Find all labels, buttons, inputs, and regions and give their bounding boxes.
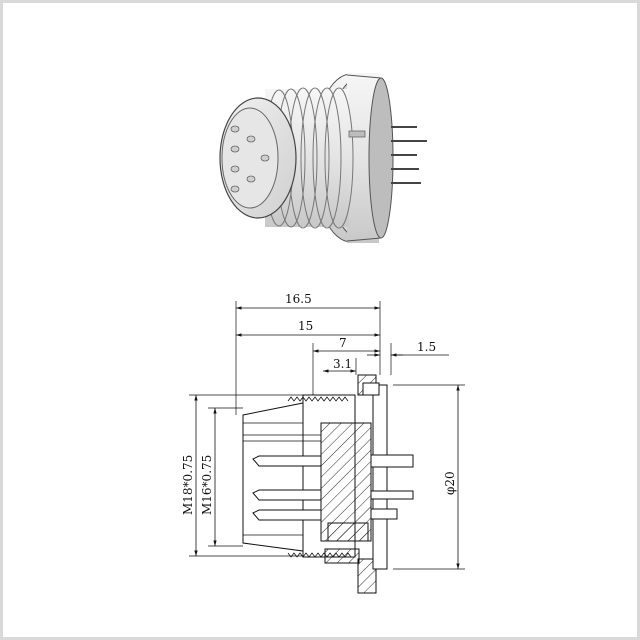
dimension-labels: 16.5 15 7 3.1 1.5 φ20 M18*0.75 M16*0.75 [181,292,457,515]
dim-flange-thickness: 1.5 [417,340,436,354]
section-rear-pins [370,454,414,520]
section-front-pins [243,434,322,521]
rear-pins [391,126,427,184]
dim-thread-m18: M18*0.75 [181,455,195,515]
dim-overall-length: 16.5 [285,292,312,306]
connector-render [219,73,427,243]
connector-section [242,374,414,594]
dim-thread-m16: M16*0.75 [200,455,214,515]
dim-panel-gap: 3.1 [333,357,352,371]
dim-body-length: 15 [298,319,313,333]
dimension-drawing: 16.5 15 7 3.1 1.5 φ20 M18*0.75 M16*0.75 [181,292,465,594]
connector-body [219,73,427,243]
extension-lines [189,301,465,570]
dimension-lines [194,306,460,569]
dim-thread-length: 7 [339,336,347,350]
dim-outer-diameter: φ20 [443,471,457,495]
front-pins [230,125,270,193]
